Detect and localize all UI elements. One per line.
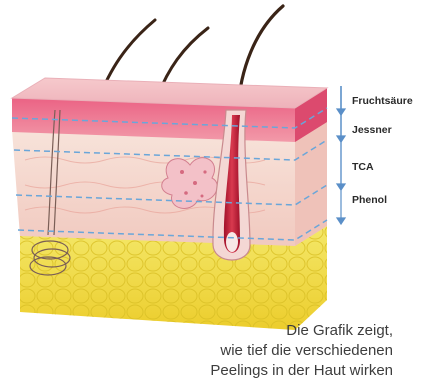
depth-arrows (337, 86, 345, 224)
layer-label-tca: TCA (352, 161, 374, 173)
layer-label-fruchtsaeure: Fruchtsäure (352, 95, 413, 107)
caption-line-2: wie tief die verschiedenen (220, 342, 393, 359)
caption-line-1: Die Grafik zeigt, (286, 322, 393, 339)
layer-label-jessner: Jessner (352, 124, 392, 136)
layer-label-phenol: Phenol (352, 194, 387, 206)
caption-line-3: Peelings in der Haut wirken (210, 362, 393, 379)
